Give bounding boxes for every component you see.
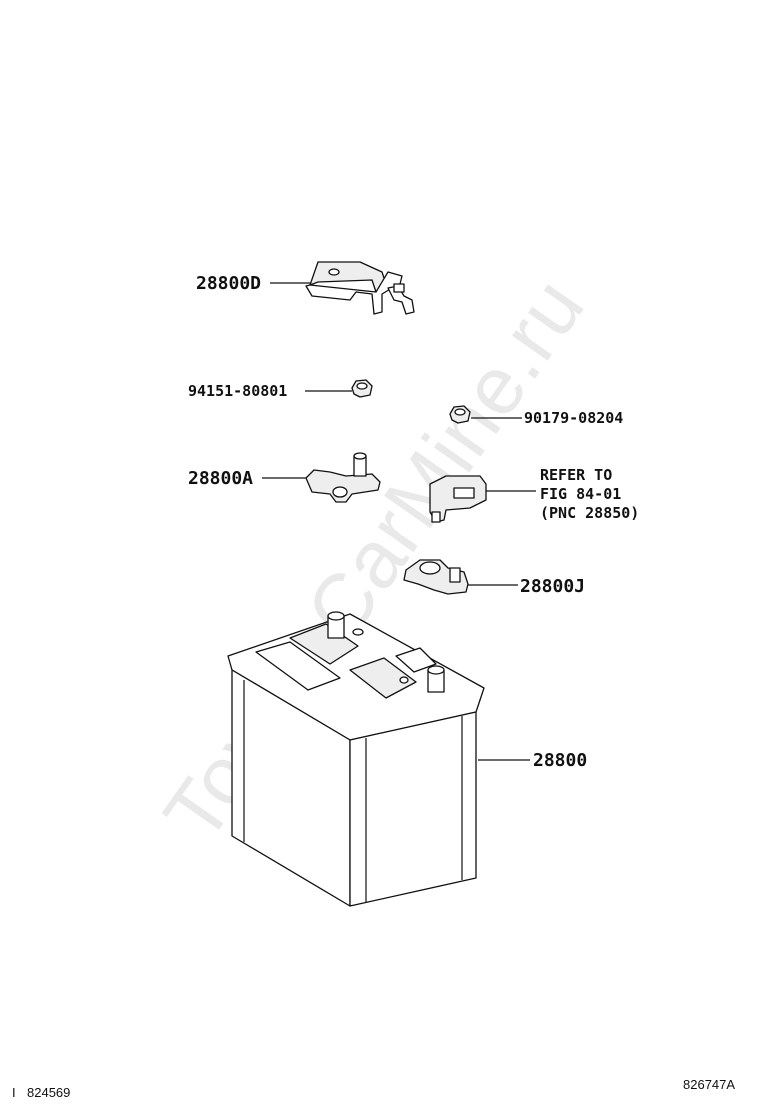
label-nut-right: 90179-08204 [524, 409, 624, 427]
label-terminal-j: 28800J [520, 576, 586, 597]
footer-left-code: 824569 [27, 1085, 71, 1100]
footer-left-marker: I [12, 1085, 16, 1100]
nut-right-part [449, 405, 471, 424]
label-refer-line3: (PNC 28850) [540, 504, 640, 522]
terminal-cover-d-part [305, 261, 415, 315]
label-nut-left: 94151-80801 [188, 382, 288, 400]
terminal-j-part [403, 559, 469, 595]
label-battery: 28800 [533, 750, 588, 771]
label-cover-d: 28800D [196, 273, 262, 294]
label-terminal-a: 28800A [188, 468, 254, 489]
terminal-a-part [305, 452, 381, 503]
footer-right-code: 826747A [683, 1077, 736, 1092]
leader-lines [262, 282, 536, 761]
nut-left-part [351, 379, 373, 398]
label-refer-line1: REFER TO [540, 466, 613, 484]
battery-part [227, 611, 485, 907]
refer-part [429, 475, 487, 523]
label-refer-line2: FIG 84-01 [540, 485, 622, 503]
